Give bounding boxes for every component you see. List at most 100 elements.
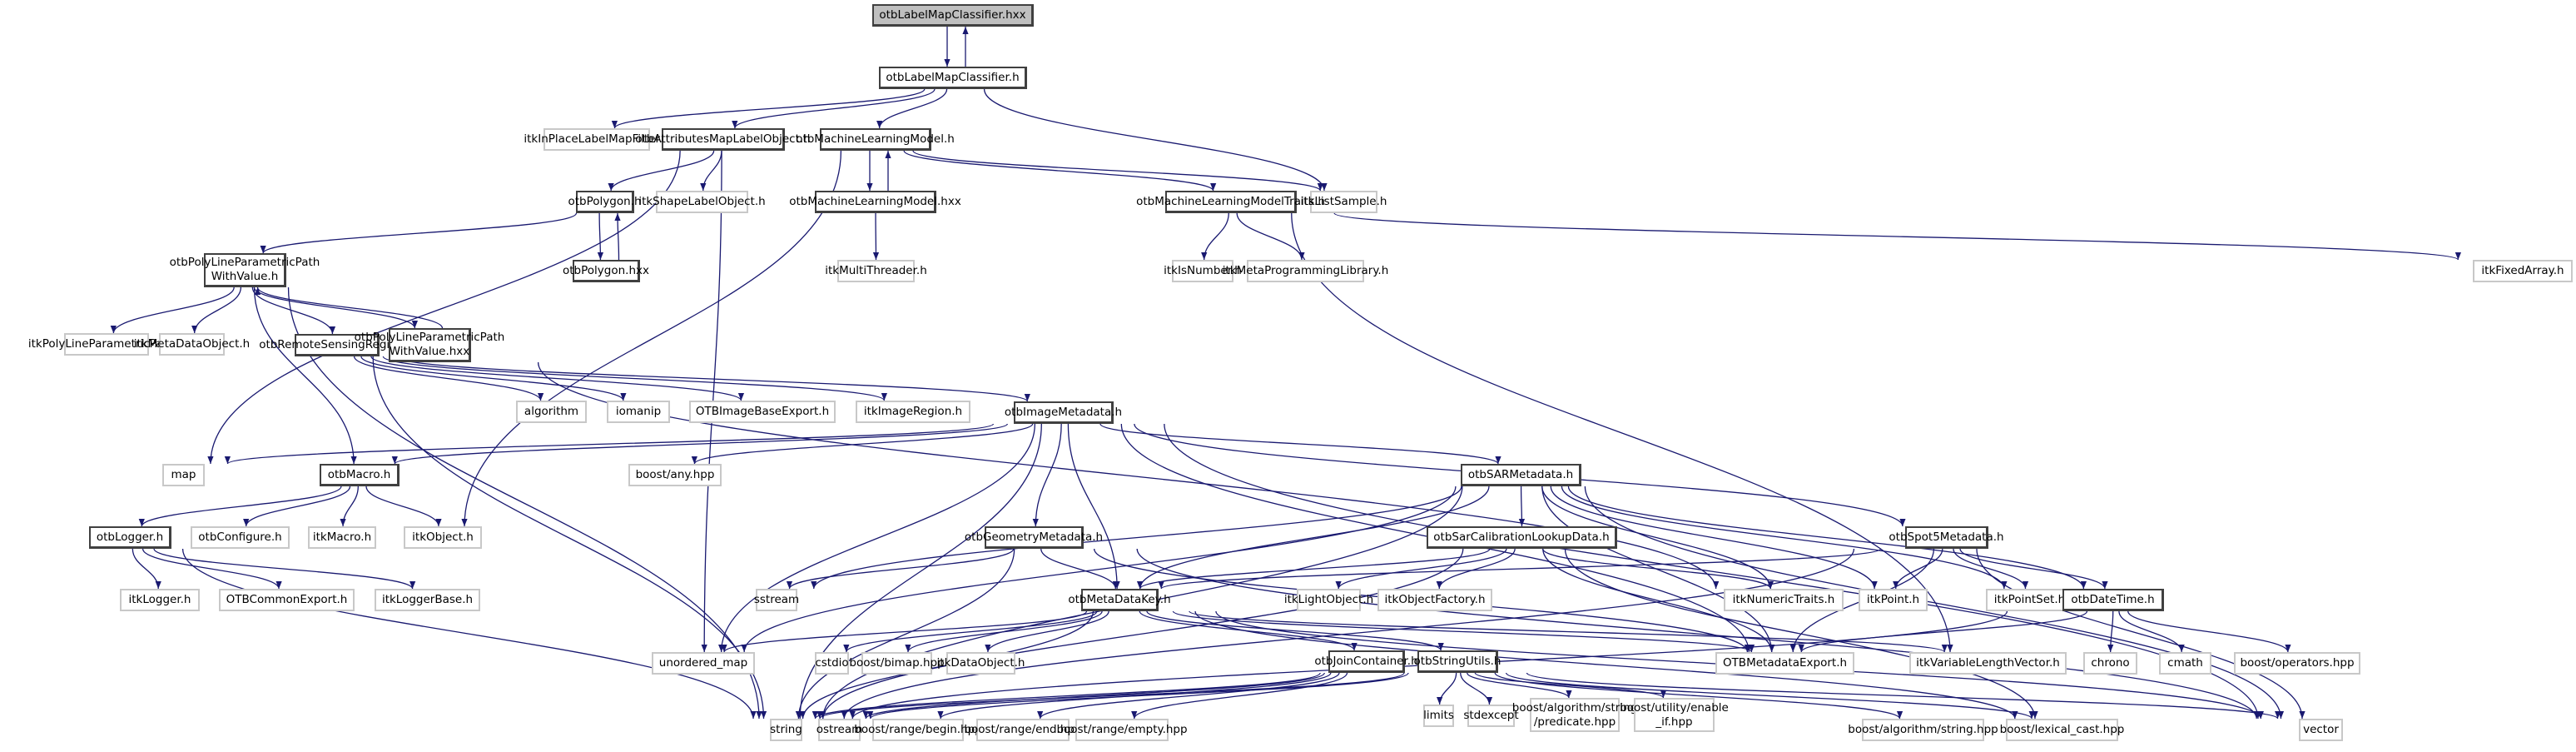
node-datetime[interactable]: otbDateTime.h — [2062, 589, 2164, 611]
node-varlenvec: itkVariableLengthVector.h — [1909, 652, 2067, 675]
edge-plpp_h-to-rsregion — [251, 286, 336, 335]
node-rbegin: boost/range/begin.hpp — [854, 719, 982, 741]
edge-plpp_h-to-string — [287, 286, 762, 720]
node-macro[interactable]: otbMacro.h — [320, 464, 400, 486]
edge-mlm_traits-to-varlenvec — [1291, 212, 1953, 653]
edge-mdkey-to-lexcast — [1194, 610, 2018, 720]
edge-mlm_traits-to-isnumber — [1201, 212, 1229, 261]
node-lightobj: itkLightObject.h — [1284, 589, 1373, 611]
edge-strutils-to-enableif — [1474, 672, 1666, 699]
node-spot5[interactable]: otbSpot5Metadata.h — [1889, 526, 2004, 549]
edge-sarcal-to-lightobj — [1335, 548, 1507, 590]
node-geommeta[interactable]: otbGeometryMetadata.h — [965, 526, 1103, 549]
edge-mlm_traits-to-metaprog — [1236, 212, 1305, 261]
node-logger[interactable]: otbLogger.h — [89, 526, 171, 549]
edge-sarmeta-to-sstream — [811, 486, 1462, 590]
node-label: boost/operators.hpp — [2240, 656, 2355, 670]
edge-plpp_h-to-itkplpp — [110, 286, 235, 334]
edge-macro-to-logger — [138, 486, 342, 527]
node-algorithm: algorithm — [516, 401, 587, 423]
node-strutils[interactable]: otbStringUtils.h — [1414, 650, 1501, 673]
node-isnumber: itkIsNumber.h — [1164, 260, 1242, 282]
node-label: itkDataObject.h — [936, 656, 1025, 670]
edge-sarmeta-to-vector — [1584, 486, 2284, 720]
node-multithreader: itkMultiThreader.h — [825, 260, 927, 282]
edge-lmc_h-to-attr — [732, 88, 936, 129]
node-poly-hxx[interactable]: otbPolygon.hxx — [563, 260, 649, 282]
node-label: itkPoint.h — [1866, 593, 1920, 606]
node-boostany: boost/any.hpp — [628, 464, 722, 486]
edge-lmc_h-to-inplace — [611, 88, 926, 129]
node-label: boost/algorithm/string /predicate.hpp — [1511, 700, 1638, 729]
node-lmc-hxx[interactable]: otbLabelMapClassifier.hxx — [872, 4, 1034, 27]
node-shapelabel: itkShapeLabelObject.h — [638, 191, 766, 213]
edge-sarcal-to-lexcast — [1564, 548, 2038, 720]
edge-sarmeta-to-sarcal — [1518, 486, 1526, 527]
node-lmc-h[interactable]: otbLabelMapClassifier.h — [879, 67, 1027, 89]
edge-mdkey-to-umap — [721, 610, 1088, 653]
edge-datetime-to-boostops — [2127, 610, 2291, 653]
node-poly-h[interactable]: otbPolygon.h — [568, 191, 642, 213]
node-enableif: boost/utility/enable _if.hpp — [1620, 698, 1729, 732]
node-label: otbLogger.h — [96, 530, 164, 544]
edge-imgmeta-to-geommeta — [1032, 423, 1062, 527]
node-predicate: boost/algorithm/string /predicate.hpp — [1512, 698, 1637, 732]
edge-geommeta-to-sstream — [786, 548, 1015, 590]
node-vector: vector — [2299, 719, 2343, 741]
edge-attr-to-map — [207, 150, 681, 465]
edge-joincont-to-rend — [1037, 672, 1340, 720]
edge-sarmeta-to-umap — [741, 486, 1457, 653]
edge-mdkey-to-cstdio — [843, 610, 1098, 653]
node-imgmeta[interactable]: otbImageMetadata.h — [1005, 401, 1122, 424]
node-mlm-traits[interactable]: otbMachineLearningModelTraits.h — [1136, 191, 1325, 213]
node-label: itkObject.h — [412, 530, 474, 544]
edge-macro-to-itkmacro — [340, 486, 359, 527]
node-configure: otbConfigure.h — [191, 526, 290, 549]
node-label: otbConfigure.h — [198, 530, 282, 544]
node-sarcal[interactable]: otbSarCalibrationLookupData.h — [1427, 526, 1617, 549]
edge-poly_h-to-plpp_h — [260, 212, 578, 254]
node-mlm-h[interactable]: otbMachineLearningModel.h — [796, 128, 955, 151]
edge-mdkey-to-varlenvec — [1189, 610, 1948, 653]
edge-strutils-to-string — [816, 672, 1405, 720]
node-stdexcept: stdexcept — [1463, 705, 1519, 727]
node-algstring: boost/algorithm/string.hpp — [1848, 719, 1998, 741]
node-itkplpp: itkPolyLineParametricPath.h — [28, 333, 185, 356]
edge-sarmeta-to-mdkey — [1137, 486, 1490, 590]
node-label: cstdio — [815, 656, 849, 670]
node-itklogger: itkLogger.h — [120, 589, 200, 611]
edge-logger-to-loggerbase — [153, 548, 416, 590]
edge-imgmeta-to-mdkey — [1067, 423, 1120, 590]
edge-joincont-to-string — [812, 672, 1321, 720]
node-joincont[interactable]: otbJoinContainer.h — [1314, 650, 1418, 673]
node-label: limits — [1423, 709, 1454, 722]
node-plpp-hxx[interactable]: otbPolyLineParametricPath WithValue.hxx — [355, 328, 504, 362]
node-label: otbMachineLearningModel.hxx — [789, 194, 961, 208]
node-dataobj: itkDataObject.h — [937, 652, 1025, 675]
edge-mdkey-to-strutils — [1146, 610, 1444, 651]
edge-plpp_h-to-macro — [253, 286, 357, 465]
node-mlm-hxx[interactable]: otbMachineLearningModel.hxx — [789, 191, 961, 213]
edge-plpp_hxx-to-plpp_h — [254, 286, 444, 329]
node-label: itkListSample.h — [1300, 195, 1387, 208]
node-label: boost/algorithm/string.hpp — [1848, 723, 1998, 736]
edge-sarmeta-to-datetime — [1567, 486, 2087, 590]
node-label: otbRemoteSensingRegion.h — [259, 337, 414, 351]
edge-spot5-to-mdkey — [1158, 548, 1882, 590]
node-rsregion[interactable]: otbRemoteSensingRegion.h — [259, 334, 414, 356]
node-label: itkImageRegion.h — [863, 405, 963, 418]
node-label: boost/utility/enable _if.hpp — [1620, 700, 1729, 729]
edge-spot5-to-point — [1893, 548, 1943, 590]
edge-poly_h-to-poly_hxx — [597, 212, 604, 261]
node-label: otbJoinContainer.h — [1314, 654, 1418, 668]
node-attr[interactable]: otbAttributesMapLabelObject.h — [635, 128, 811, 151]
node-label: otbSARMetadata.h — [1467, 467, 1574, 481]
edge-sarcal-to-string — [820, 548, 1464, 720]
node-mdkey[interactable]: otbMetaDataKey.h — [1068, 589, 1171, 611]
node-mdexport: OTBMetadataExport.h — [1715, 652, 1854, 675]
node-label: iomanip — [615, 405, 662, 418]
node-plpp-h[interactable]: otbPolyLineParametricPath WithValue.h — [170, 253, 320, 287]
node-point: itkPoint.h — [1859, 589, 1928, 611]
node-label: OTBMetadataExport.h — [1722, 656, 1848, 670]
node-sarmeta[interactable]: otbSARMetadata.h — [1461, 464, 1581, 486]
